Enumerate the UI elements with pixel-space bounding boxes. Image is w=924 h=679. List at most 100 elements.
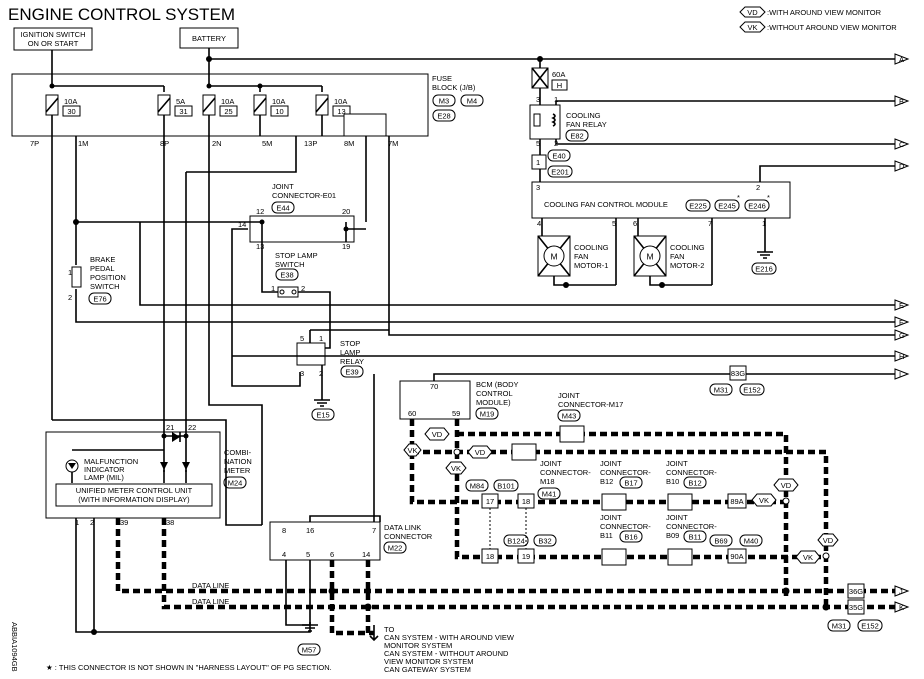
- svg-text:SWITCH: SWITCH: [275, 260, 305, 269]
- side-code: ABBIA1094GB: [10, 622, 19, 672]
- svg-text:2: 2: [319, 369, 323, 378]
- svg-text:M43: M43: [562, 412, 577, 421]
- svg-text:3: 3: [300, 369, 304, 378]
- svg-text:JOINT: JOINT: [558, 391, 580, 400]
- ground-e15: E15: [311, 399, 335, 421]
- svg-text:M22: M22: [388, 544, 403, 553]
- svg-text:13: 13: [256, 242, 264, 251]
- svg-text:20: 20: [342, 207, 350, 216]
- svg-text:1: 1: [536, 158, 540, 167]
- fuse-block-label: FUSE BLOCK (J/B) M3 M4 E28: [432, 74, 484, 122]
- svg-text:(WITH INFORMATION DISPLAY): (WITH INFORMATION DISPLAY): [78, 495, 190, 504]
- svg-text:A: A: [899, 55, 904, 64]
- svg-text:10A: 10A: [272, 97, 285, 106]
- svg-text:B: B: [899, 97, 904, 106]
- svg-text:M3: M3: [439, 97, 449, 106]
- svg-text:TO: TO: [384, 625, 394, 634]
- svg-text:VD: VD: [781, 481, 792, 490]
- svg-text:2: 2: [301, 284, 305, 293]
- joint-connector-b12: JOINT CONNECTOR- B12 B17: [600, 459, 651, 511]
- svg-text:B124: B124: [507, 537, 525, 546]
- svg-text:SWITCH: SWITCH: [90, 282, 120, 291]
- svg-text:E76: E76: [93, 295, 106, 304]
- svg-text:J: J: [899, 587, 903, 596]
- svg-text:60: 60: [408, 409, 416, 418]
- svg-text::WITHOUT AROUND VIEW MONITOR: :WITHOUT AROUND VIEW MONITOR: [767, 23, 897, 32]
- svg-text:E152: E152: [861, 622, 879, 631]
- svg-text:35G: 35G: [849, 603, 863, 612]
- svg-text:B11: B11: [600, 531, 613, 540]
- svg-text:3: 3: [536, 183, 540, 192]
- svg-text:POSITION: POSITION: [90, 273, 126, 282]
- svg-text:M57: M57: [302, 646, 317, 655]
- footnote: ★ : THIS CONNECTOR IS NOT SHOWN IN "HARN…: [46, 663, 332, 672]
- svg-text:B69: B69: [714, 537, 727, 546]
- svg-text:E15: E15: [316, 411, 329, 420]
- svg-text:B32: B32: [538, 537, 551, 546]
- svg-text:8: 8: [282, 526, 286, 535]
- svg-text:30: 30: [67, 107, 75, 116]
- svg-text:31: 31: [179, 107, 187, 116]
- svg-text:BRAKE: BRAKE: [90, 255, 115, 264]
- svg-text:2: 2: [90, 518, 94, 527]
- svg-text:VD: VD: [475, 448, 486, 457]
- svg-text:BATTERY: BATTERY: [192, 34, 226, 43]
- svg-text:1: 1: [75, 518, 79, 527]
- svg-text:METER: METER: [224, 466, 251, 475]
- svg-text:36G: 36G: [849, 587, 863, 596]
- svg-text:4: 4: [537, 219, 541, 228]
- svg-text:E39: E39: [345, 368, 358, 377]
- svg-text:89A: 89A: [730, 497, 743, 506]
- vd-vk-markers: VK VD VK VD VD VK VD VK: [403, 427, 839, 564]
- svg-text:CAN GATEWAY SYSTEM: CAN GATEWAY SYSTEM: [384, 665, 471, 674]
- svg-text:19: 19: [522, 552, 530, 561]
- svg-text:K: K: [899, 603, 904, 612]
- svg-text:B12: B12: [688, 479, 701, 488]
- svg-text:M31: M31: [832, 622, 847, 631]
- svg-text:16: 16: [306, 526, 314, 535]
- svg-text:5M: 5M: [262, 139, 272, 148]
- svg-text:VIEW MONITOR SYSTEM: VIEW MONITOR SYSTEM: [384, 657, 473, 666]
- svg-text:5: 5: [306, 550, 310, 559]
- svg-text:RELAY: RELAY: [340, 357, 364, 366]
- svg-text:CONNECTOR-M17: CONNECTOR-M17: [558, 400, 623, 409]
- svg-text:5: 5: [300, 334, 304, 343]
- svg-text:E40: E40: [552, 152, 565, 161]
- data-line-label-1: DATA LINE: [192, 581, 229, 590]
- svg-text:E: E: [899, 301, 904, 310]
- svg-text:1: 1: [554, 95, 558, 104]
- svg-text:M: M: [550, 252, 557, 262]
- ignition-switch: IGNITION SWITCH ON OR START: [13, 27, 93, 51]
- svg-text:CONNECTOR-: CONNECTOR-: [666, 468, 717, 477]
- svg-text:CONNECTOR: CONNECTOR: [384, 532, 433, 541]
- connector-e40: E40: [547, 149, 571, 162]
- fusible-link: 60A H: [531, 67, 568, 91]
- svg-text:VK: VK: [451, 464, 461, 473]
- svg-text:M84: M84: [470, 482, 485, 491]
- joint-connector-e01: JOINT CONNECTOR-E01 E44 12 20 14 13 19: [238, 182, 355, 251]
- svg-text:4: 4: [282, 550, 286, 559]
- joint-connector-m17: JOINT CONNECTOR-M17 M43: [557, 391, 623, 443]
- svg-text:7: 7: [708, 219, 712, 228]
- svg-text:CONNECTOR-: CONNECTOR-: [600, 468, 651, 477]
- svg-text:DATA LINK: DATA LINK: [384, 523, 421, 532]
- connector-e201: E201: [547, 165, 573, 178]
- svg-text:5: 5: [612, 219, 616, 228]
- svg-text:E152: E152: [743, 386, 761, 395]
- svg-text:M24: M24: [228, 479, 243, 488]
- svg-text:70: 70: [430, 382, 438, 391]
- svg-text:G: G: [899, 331, 905, 340]
- svg-text:VD: VD: [823, 536, 834, 545]
- fuse-13: 10A 13: [315, 94, 351, 117]
- svg-text:E216: E216: [755, 265, 773, 274]
- to-can-system-note: TO CAN SYSTEM - WITH AROUND VIEW MONITOR…: [384, 625, 515, 674]
- svg-text:UNIFIED METER CONTROL UNIT: UNIFIED METER CONTROL UNIT: [76, 486, 193, 495]
- ground-e216: E216: [751, 251, 777, 275]
- joint-connector-b11: JOINT CONNECTOR- B11 B16: [600, 513, 651, 566]
- svg-text:19: 19: [342, 242, 350, 251]
- svg-text:LAMP (MIL): LAMP (MIL): [84, 473, 124, 482]
- svg-text:CAN SYSTEM - WITH AROUND VIEW: CAN SYSTEM - WITH AROUND VIEW: [384, 633, 515, 642]
- svg-text:FAN: FAN: [574, 252, 589, 261]
- svg-text:M40: M40: [744, 537, 759, 546]
- cooling-fan-relay: 3 1 5 2 COOLING FAN RELAY E82: [529, 95, 607, 148]
